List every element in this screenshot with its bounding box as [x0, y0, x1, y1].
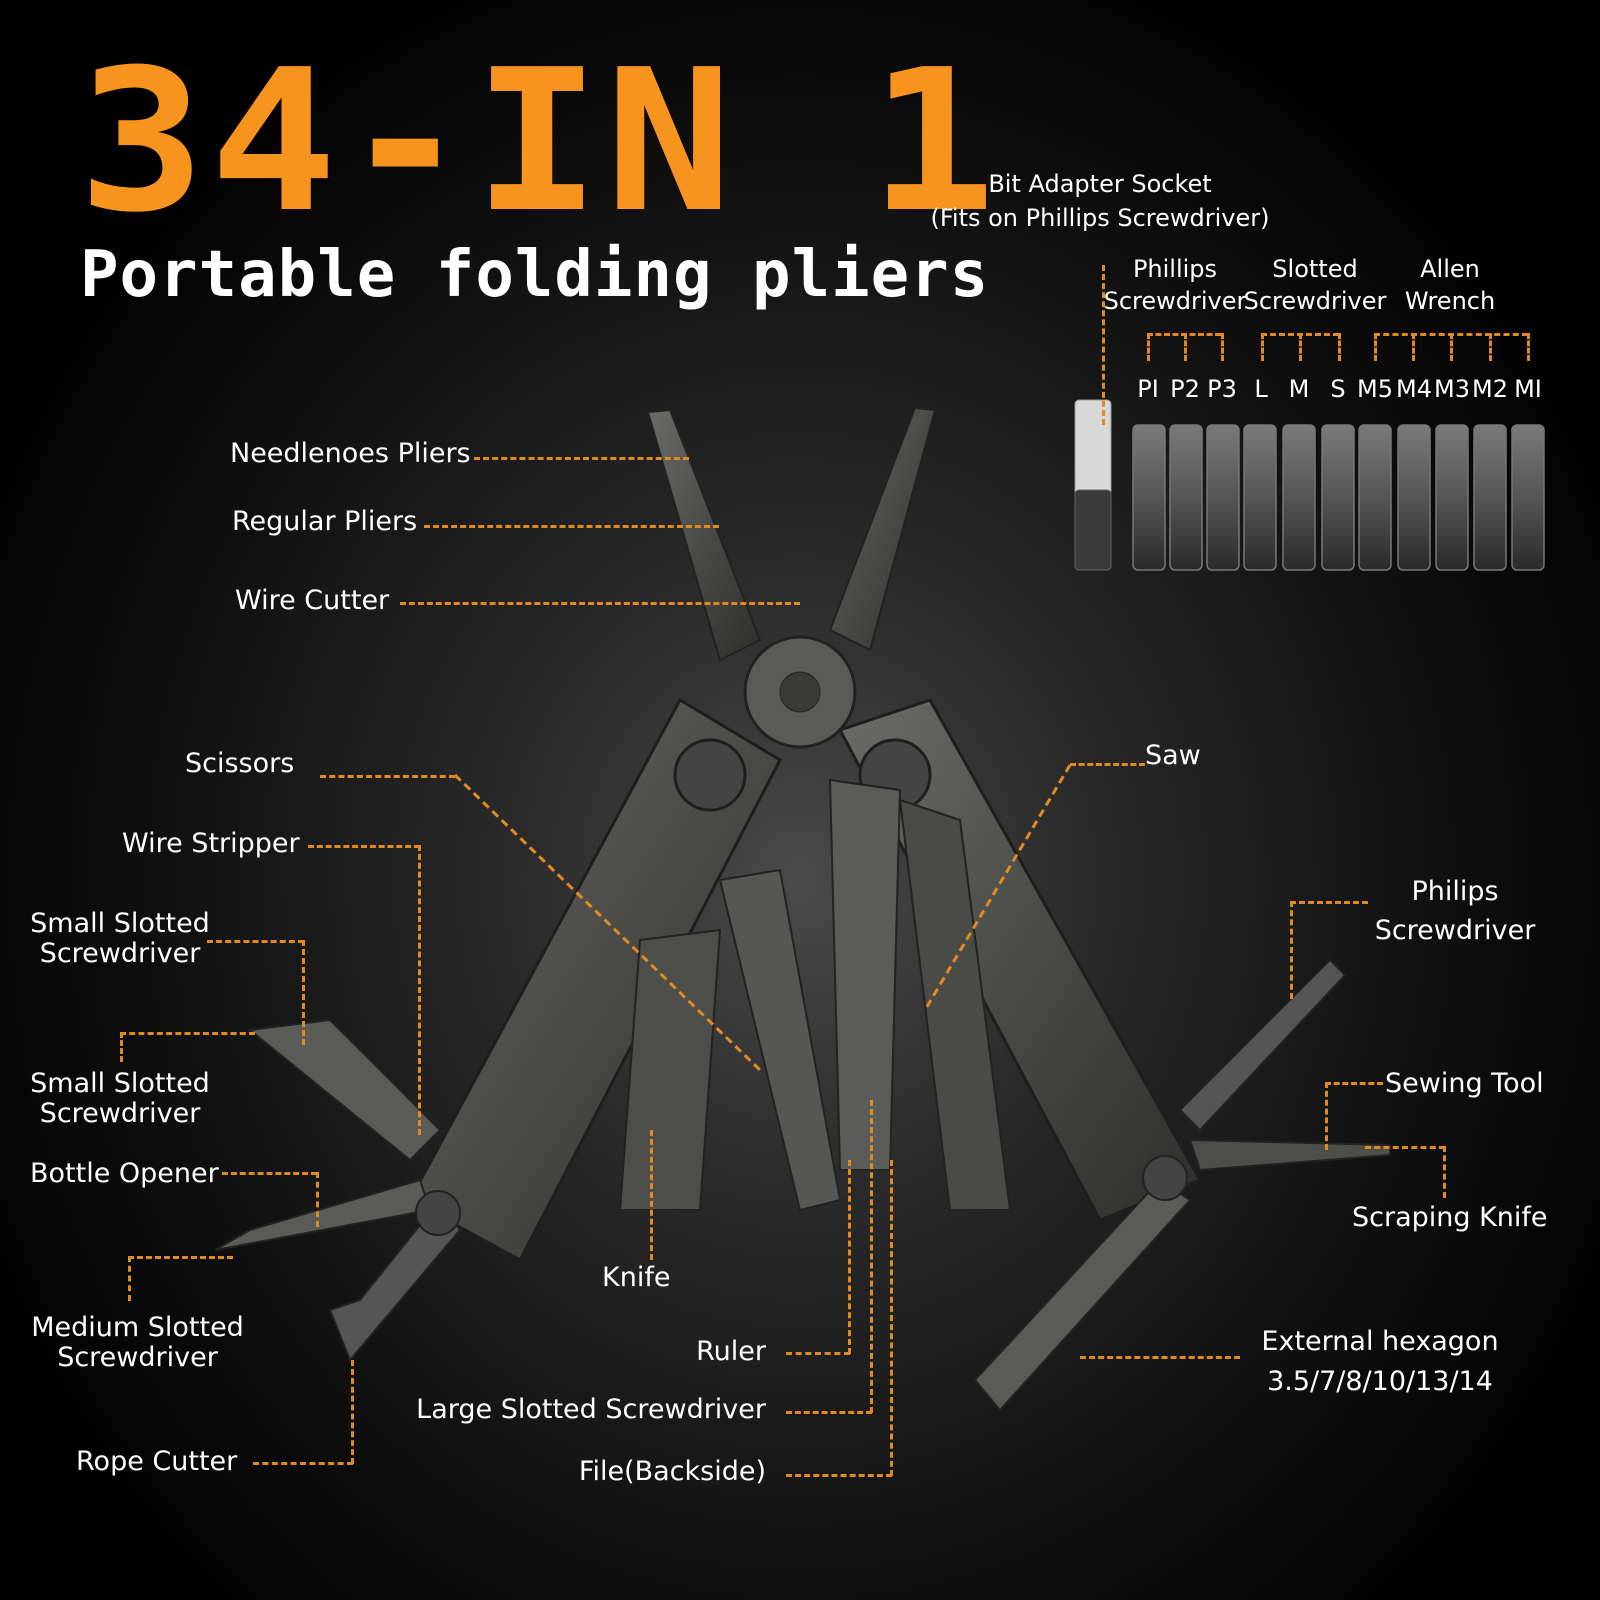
bit-m3: M3: [1434, 375, 1470, 403]
scissors-leader: [320, 775, 455, 778]
label-file-backside: File(Backside): [578, 1456, 766, 1487]
label-external-hexagon-line2: 3.5/7/8/10/13/14: [1267, 1366, 1493, 1397]
scraping-leader-h: [1365, 1146, 1445, 1149]
bit-p3: P3: [1207, 375, 1237, 403]
bit-m: M: [1288, 375, 1310, 403]
ruler-leader-v: [848, 1160, 851, 1354]
bracket-tick: [1374, 333, 1377, 361]
knife-leader: [650, 1130, 653, 1260]
slotted-group-title-2: Screwdriver: [1243, 287, 1387, 315]
bracket-tick: [1338, 333, 1341, 361]
bracket-tick: [1412, 333, 1415, 361]
needlenose-leader: [474, 457, 689, 460]
bottle-opener-leader-h: [222, 1172, 317, 1175]
wire-cutter-leader: [400, 602, 800, 605]
medium-slotted-leader-v: [128, 1256, 131, 1301]
label-small-slotted-1-line1: Small Slotted: [30, 908, 210, 939]
label-philips-line1: Philips: [1411, 876, 1499, 907]
large-slotted-leader-v: [870, 1100, 873, 1413]
label-large-slotted-screwdriver: Large Slotted Screwdriver: [416, 1394, 766, 1425]
bracket-tick: [1221, 333, 1224, 361]
label-saw: Saw: [1145, 740, 1201, 771]
label-external-hexagon-line1: External hexagon: [1261, 1326, 1499, 1357]
bracket-tick: [1299, 333, 1302, 361]
adapter-leader: [1102, 265, 1105, 425]
file-leader-h: [786, 1474, 892, 1477]
slotted-group-title-1: Slotted: [1272, 255, 1358, 283]
hexagon-leader: [1080, 1356, 1240, 1359]
wire-stripper-leader-v: [418, 845, 421, 1135]
label-small-slotted-2-line2: Screwdriver: [39, 1098, 201, 1129]
philips-leader-h: [1290, 901, 1368, 904]
bit-m5: M5: [1357, 375, 1393, 403]
label-small-slotted-2-line1: Small Slotted: [30, 1068, 210, 1099]
label-regular-pliers: Regular Pliers: [232, 506, 418, 537]
phillips-group-title-1: Phillips: [1132, 255, 1218, 283]
bracket-tick: [1450, 333, 1453, 361]
label-knife: Knife: [602, 1262, 671, 1293]
regular-leader: [424, 525, 719, 528]
label-scraping-knife: Scraping Knife: [1352, 1202, 1548, 1233]
allen-group-title-1: Allen: [1420, 255, 1480, 283]
label-wire-cutter: Wire Cutter: [235, 585, 390, 616]
label-medium-slotted-line2: Screwdriver: [57, 1342, 218, 1373]
philips-leader-v: [1290, 901, 1293, 999]
bracket-tick: [1184, 333, 1187, 361]
bracket-tick: [1527, 333, 1530, 361]
sewing-leader-h: [1325, 1082, 1383, 1085]
sewing-leader-v: [1325, 1082, 1328, 1150]
label-sewing-tool: Sewing Tool: [1385, 1068, 1544, 1099]
headline: 34-IN 1: [78, 28, 1001, 256]
subtitle: Portable folding pliers: [80, 238, 990, 312]
bit-l: L: [1254, 375, 1268, 403]
bit-m2: M2: [1472, 375, 1508, 403]
bit-m4: M4: [1396, 375, 1432, 403]
label-wire-stripper: Wire Stripper: [122, 828, 300, 859]
label-medium-slotted-line1: Medium Slotted: [31, 1312, 244, 1343]
small-slotted-1-leader-h: [207, 940, 304, 943]
label-rope-cutter: Rope Cutter: [76, 1446, 238, 1477]
rope-cutter-leader-v: [351, 1360, 354, 1464]
label-philips-line2: Screwdriver: [1374, 915, 1536, 946]
bottle-opener-leader-v: [316, 1172, 319, 1227]
label-bottle-opener: Bottle Opener: [30, 1158, 219, 1189]
small-slotted-1-leader-v: [302, 940, 305, 1045]
wire-stripper-leader-h: [308, 845, 420, 848]
bit-p1: PI: [1137, 375, 1159, 403]
scraping-leader-v: [1443, 1146, 1446, 1198]
label-ruler: Ruler: [696, 1336, 766, 1367]
bit-p2: P2: [1170, 375, 1200, 403]
bracket-tick: [1489, 333, 1492, 361]
rope-cutter-leader-h: [253, 1462, 353, 1465]
saw-leader-h: [1070, 763, 1145, 766]
phillips-group-title-2: Screwdriver: [1103, 287, 1247, 315]
medium-slotted-leader-h: [128, 1256, 233, 1259]
bit-s: S: [1330, 375, 1346, 403]
small-slotted-2-leader-h: [120, 1032, 255, 1035]
label-scissors: Scissors: [185, 748, 295, 779]
small-slotted-2-leader-v: [120, 1032, 123, 1062]
file-leader-v: [890, 1160, 893, 1476]
bracket-tick: [1147, 333, 1150, 361]
allen-group-title-2: Wrench: [1404, 287, 1496, 315]
label-needlenose-pliers: Needlenoes Pliers: [230, 438, 471, 469]
ruler-leader-h: [786, 1352, 850, 1355]
bit-m1: MI: [1514, 375, 1542, 403]
bit-adapter-note: (Fits on Phillips Screwdriver): [930, 204, 1270, 232]
bit-adapter-title: Bit Adapter Socket: [988, 170, 1212, 198]
label-small-slotted-1-line2: Screwdriver: [39, 938, 201, 969]
large-slotted-leader-h: [786, 1411, 872, 1414]
bracket-tick: [1261, 333, 1264, 361]
